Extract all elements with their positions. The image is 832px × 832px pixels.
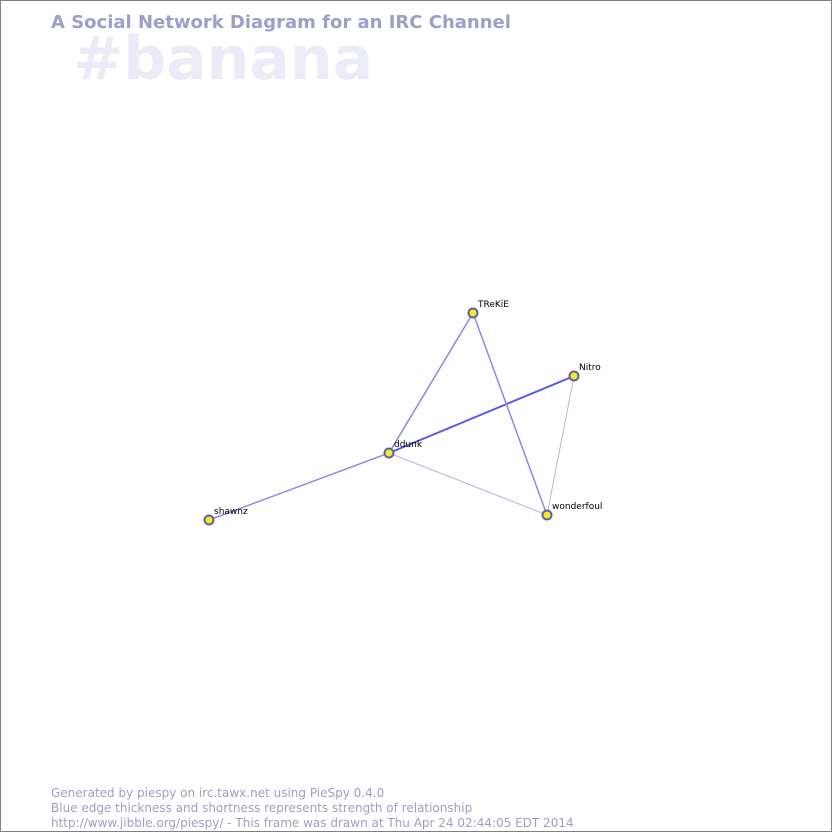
- edge-trekie-wonderfoul: [472, 312, 548, 516]
- node-label: Nitro: [579, 363, 601, 373]
- node-marker: [568, 370, 580, 382]
- node-marker: [541, 509, 553, 521]
- node-trekie: TReKiE: [467, 300, 509, 319]
- footer-generated-by: Generated by piespy on irc.tawx.net usin…: [51, 786, 385, 800]
- node-wonderfoul: wonderfoul: [541, 502, 602, 521]
- edge-nitro-wonderfoul: [546, 375, 575, 516]
- node-shawnz: shawnz: [203, 507, 248, 526]
- node-marker: [383, 447, 395, 459]
- node-marker: [467, 307, 479, 319]
- node-marker: [203, 514, 215, 526]
- footer-legend: Blue edge thickness and shortness repres…: [51, 801, 473, 815]
- nodes-layer: TReKiE Nitro ddunk shawnz wonderfoul: [203, 300, 602, 526]
- node-label: shawnz: [214, 507, 248, 517]
- node-label: ddunk: [394, 440, 423, 450]
- channel-watermark: #banana: [73, 24, 374, 94]
- footer: Generated by piespy on irc.tawx.net usin…: [51, 786, 574, 831]
- node-ddunk: ddunk: [383, 440, 423, 459]
- node-nitro: Nitro: [568, 363, 601, 382]
- edge-ddunk-nitro: [388, 375, 575, 454]
- edge-trekie-ddunk: [388, 312, 474, 454]
- edge-ddunk-wonderfoul: [388, 452, 548, 516]
- node-label: wonderfoul: [552, 502, 602, 512]
- diagram-title: A Social Network Diagram for an IRC Chan…: [51, 12, 511, 33]
- edges-layer: [208, 312, 575, 521]
- node-label: TReKiE: [477, 300, 509, 310]
- edge-shawnz-ddunk: [208, 452, 390, 521]
- footer-url-timestamp: http://www.jibble.org/piespy/ - This fra…: [51, 816, 574, 830]
